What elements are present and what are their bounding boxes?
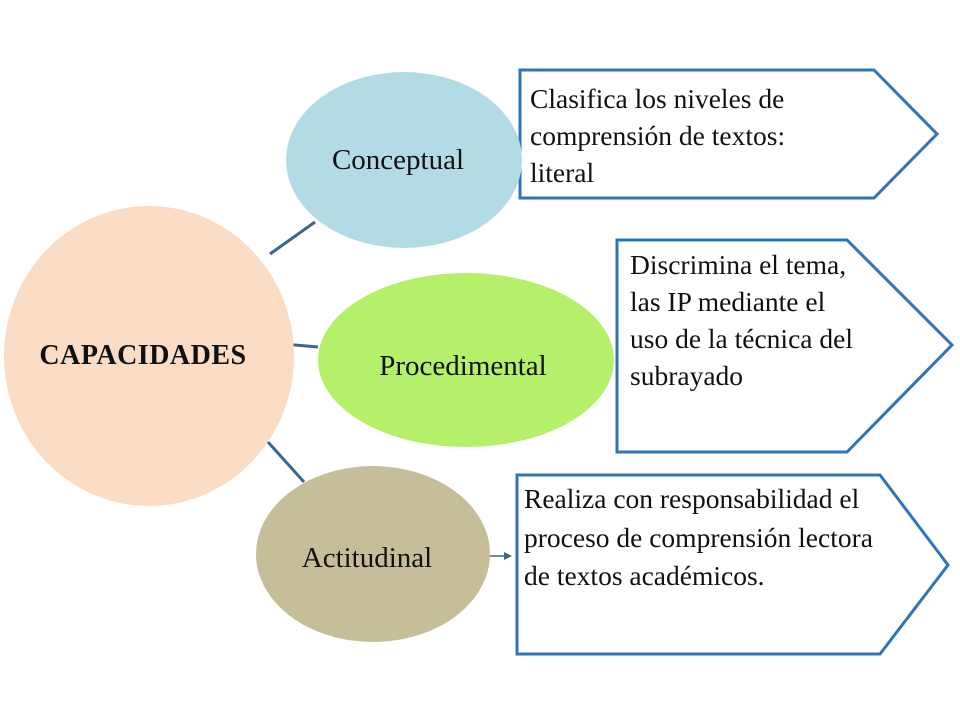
actitudinal-description-text: Realiza con responsabilidad el proceso d…	[524, 483, 873, 591]
capacidades-node: CAPACIDADES	[4, 206, 294, 506]
conceptual-label: Conceptual	[331, 143, 465, 176]
conceptual-description-box	[518, 68, 940, 200]
arrow-actitudinal	[490, 552, 512, 560]
actitudinal-node: Actitudinal	[256, 466, 490, 642]
connector-actitudinal	[266, 440, 306, 484]
actitudinal-label: Actitudinal	[301, 541, 433, 574]
actitudinal-description-box	[515, 473, 950, 656]
conceptual-description-text: Clasifica los niveles de comprensión de …	[530, 83, 786, 188]
procedimental-description-text: Discrimina el tema, las IP mediante el u…	[630, 249, 853, 391]
procedimental-label: Procedimental	[379, 349, 547, 382]
procedimental-node: Procedimental	[318, 273, 614, 447]
conceptual-node: Conceptual	[286, 72, 522, 248]
connector-conceptual	[269, 220, 316, 256]
procedimental-description-box	[615, 238, 955, 454]
capacidades-label: CAPACIDADES	[39, 340, 247, 371]
